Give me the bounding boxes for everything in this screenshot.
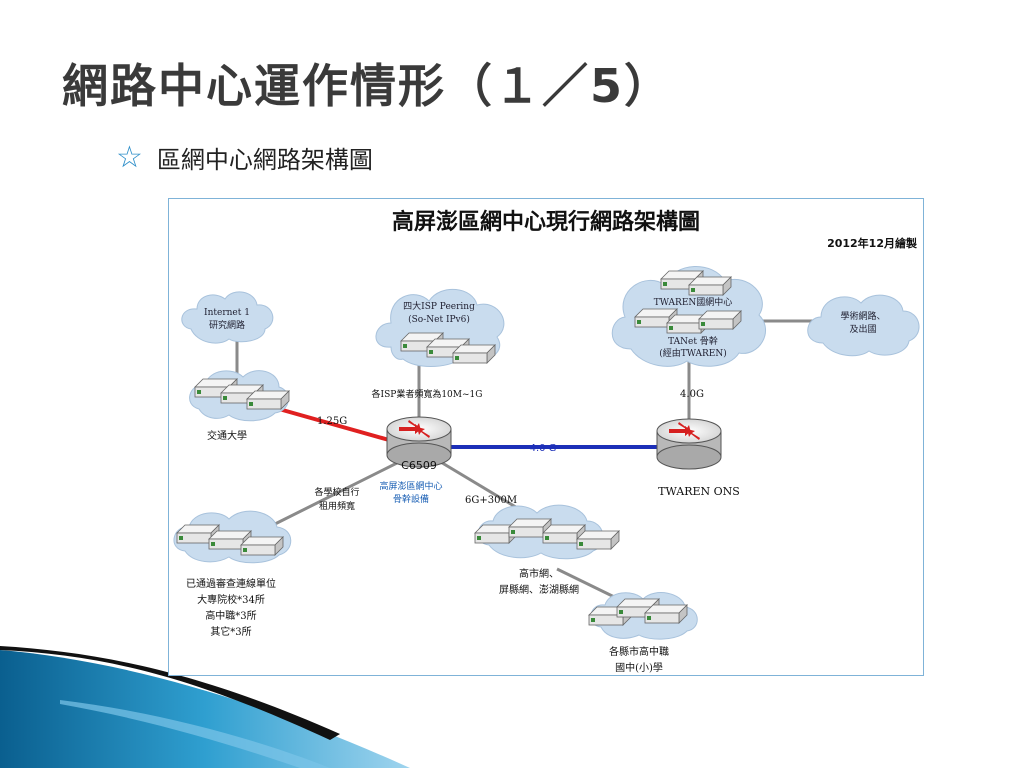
academic-line2: 及出國 bbox=[849, 323, 876, 335]
twaren-ons-label: TWAREN ONS bbox=[658, 485, 740, 498]
node-members bbox=[173, 510, 292, 564]
link-label-isp-bw: 各ISP業者頻寬為10M~1G bbox=[372, 388, 483, 400]
core-desc-line1: 高屏澎區網中心 bbox=[379, 480, 442, 492]
link-label-ons: 4.0 G bbox=[530, 443, 557, 454]
twaren-center-label: TWAREN國網中心 bbox=[654, 296, 733, 308]
cloud-isp: 四大ISP Peering (So-Net IPv6) bbox=[375, 288, 505, 367]
diagram-title: 高屏澎區網中心現行網路架構圖 bbox=[392, 209, 700, 235]
members-line2: 大專院校*34所 bbox=[197, 593, 265, 606]
slide-title: 網路中心運作情形（１／5） bbox=[62, 59, 673, 113]
link-nctu-c6509 bbox=[278, 407, 390, 442]
star-outline-icon: ☆ bbox=[116, 139, 143, 175]
network-diagram: 高屏澎區網中心現行網路架構圖 2012年12月繪製 Internet 1 研究網… bbox=[168, 198, 924, 676]
cloud-academic: 學術網路、 及出國 bbox=[807, 294, 920, 357]
schools-line1: 各縣市高中職 bbox=[609, 645, 669, 658]
city-nets-line1: 高市網、 bbox=[519, 567, 559, 580]
link-label-nctu: 1.25G bbox=[317, 416, 347, 427]
c6509-label: C6509 bbox=[401, 459, 437, 472]
node-city-nets bbox=[474, 504, 620, 560]
members-line1: 已通過審查連線單位 bbox=[186, 577, 276, 590]
members-line3: 高中職*3所 bbox=[205, 609, 256, 622]
node-schools bbox=[588, 592, 698, 640]
isp-line2: (So-Net IPv6) bbox=[408, 314, 470, 325]
nctu-label: 交通大學 bbox=[207, 429, 247, 442]
lease-line1: 各學校自行 bbox=[314, 486, 359, 498]
lease-line2: 租用頻寬 bbox=[319, 500, 355, 512]
cloud-twaren: TWAREN國網中心 TANet 骨幹 (經由TWAREN) bbox=[611, 266, 766, 367]
cloud-internet1: Internet 1 研究網路 bbox=[181, 291, 274, 344]
link-label-city: 6G+300M bbox=[465, 495, 517, 506]
internet1-line1: Internet 1 bbox=[204, 308, 250, 318]
diagram-date: 2012年12月繪製 bbox=[827, 236, 918, 250]
bullet-text: 區網中心網路架構圖 bbox=[156, 146, 373, 174]
internet1-line2: 研究網路 bbox=[209, 319, 245, 331]
tanet-line2: (經由TWAREN) bbox=[659, 347, 727, 359]
academic-line1: 學術網路、 bbox=[840, 310, 885, 322]
link-label-tanet: 4.0G bbox=[680, 389, 704, 400]
tanet-line1: TANet 骨幹 bbox=[668, 335, 718, 347]
link-c6509-members bbox=[268, 459, 402, 529]
router-twaren-ons bbox=[656, 418, 722, 470]
node-nctu: 交通大學 bbox=[189, 370, 290, 442]
members-line4: 其它*3所 bbox=[210, 625, 251, 638]
bullet-item: ☆ 區網中心網路架構圖 bbox=[116, 140, 373, 175]
city-nets-line2: 屏縣網、澎湖縣網 bbox=[499, 583, 579, 596]
core-desc-line2: 骨幹設備 bbox=[393, 493, 429, 505]
isp-line1: 四大ISP Peering bbox=[403, 300, 475, 312]
schools-line2: 國中(小)學 bbox=[615, 661, 663, 674]
